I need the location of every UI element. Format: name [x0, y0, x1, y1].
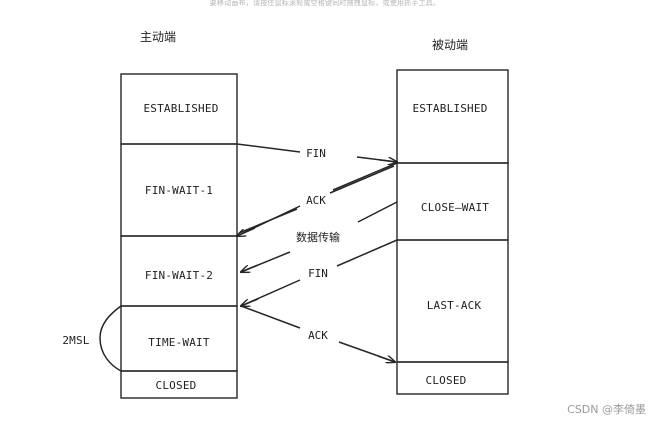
arrow-fin-2-head — [241, 298, 259, 306]
timer-label-2msl: 2MSL — [62, 334, 89, 347]
state-box-closed-active — [120, 370, 238, 399]
state-label-fin-wait-1: FIN-WAIT-1 — [145, 184, 213, 197]
state-box-closed-passive — [396, 361, 509, 395]
state-label-time-wait: TIME-WAIT — [148, 336, 210, 349]
label-ack-2: ACK — [308, 329, 328, 342]
label-fin-1: FIN — [306, 147, 326, 160]
label-fin-2: FIN — [308, 267, 328, 280]
canvas-hint-text: 要移动画布，请按住鼠标滚轮或空格键同时拖拽鼠标，或使用抓手工具。 — [209, 0, 441, 7]
state-label-established-passive: ESTABLISHED — [412, 102, 487, 115]
watermark: CSDN @李倚墨 — [567, 403, 646, 416]
arrow-ack-1-second-stroke — [238, 165, 395, 234]
passive-end-title: 被动端 — [432, 38, 469, 52]
state-label-established-active: ESTABLISHED — [143, 102, 218, 115]
state-label-fin-wait-2: FIN-WAIT-2 — [145, 269, 213, 282]
state-label-close-wait: CLOSE—WAIT — [421, 201, 489, 214]
state-label-last-ack: LAST-ACK — [427, 299, 482, 312]
message-arrows: FIN ACK 数据传输 FIN ACK — [237, 143, 397, 362]
active-end-column: ESTABLISHED FIN-WAIT-1 FIN-WAIT-2 TIME-W… — [120, 73, 238, 399]
arrow-ack-1-head — [237, 227, 256, 236]
arrow-fin-1-head — [379, 160, 397, 162]
label-data-transfer: 数据传输 — [296, 230, 340, 244]
label-ack-1: ACK — [306, 194, 326, 207]
state-box-established-passive — [396, 69, 509, 164]
state-label-closed-passive: CLOSED — [426, 374, 467, 387]
timer-brace — [99, 305, 122, 372]
active-end-title: 主动端 — [140, 30, 177, 44]
passive-end-column: ESTABLISHED CLOSE—WAIT LAST-ACK CLOSED — [396, 69, 509, 395]
state-label-closed-active: CLOSED — [156, 379, 197, 392]
arrow-ack-2-head — [377, 356, 395, 362]
arrow-data-transfer-head — [241, 264, 259, 272]
